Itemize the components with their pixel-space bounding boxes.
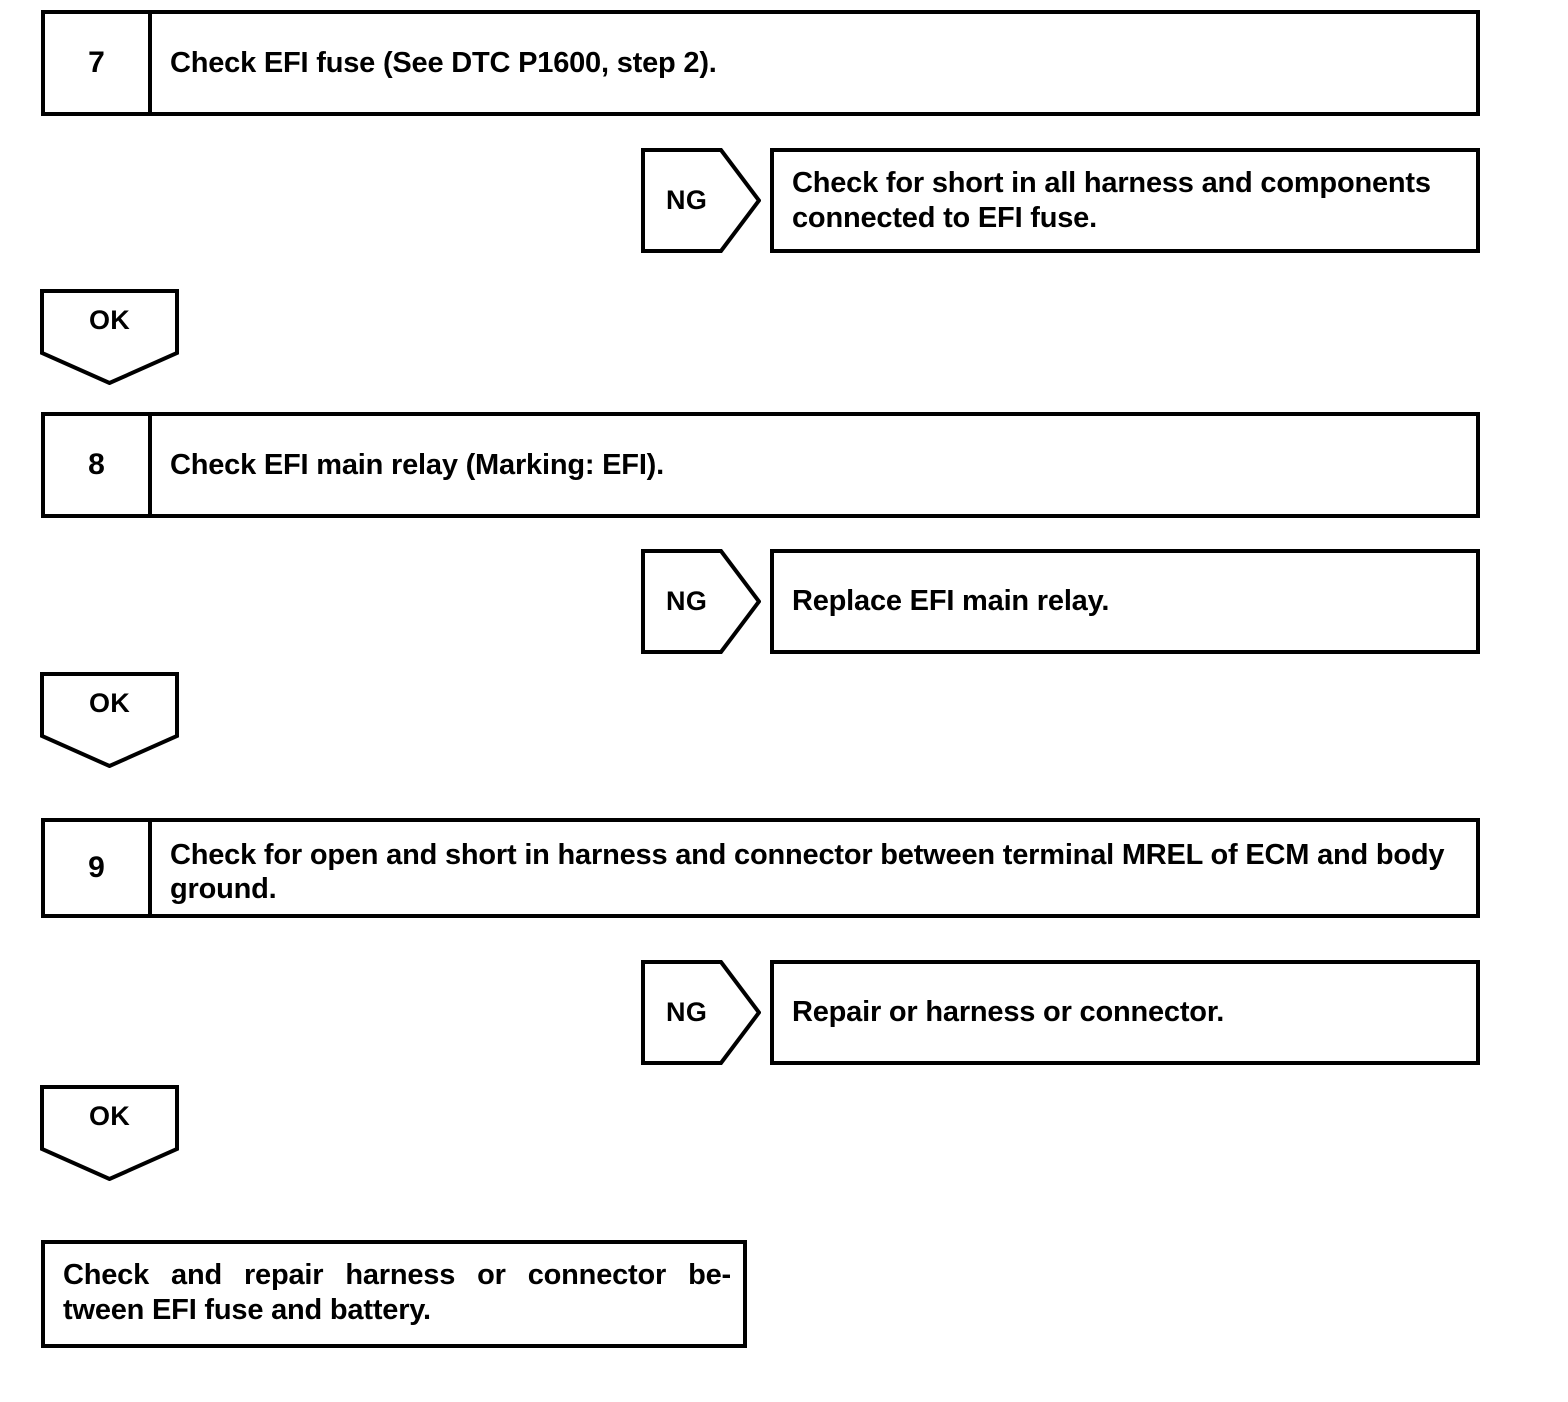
ok-marker-7: OK xyxy=(40,289,179,385)
ok-marker-8: OK xyxy=(40,672,179,768)
ng-result-box-7: Check for short in all harness and compo… xyxy=(770,148,1480,253)
ng-pentagon-shape xyxy=(641,148,761,253)
ng-result-text: Check for short in all harness and compo… xyxy=(792,166,1431,236)
ng-label: NG xyxy=(666,185,708,215)
step-text: Check for open and short in harness and … xyxy=(152,822,1476,914)
ng-result-box-8: Replace EFI main relay. xyxy=(770,549,1480,654)
step-box-9: 9 Check for open and short in harness an… xyxy=(41,818,1480,918)
step-box-7: 7 Check EFI fuse (See DTC P1600, step 2)… xyxy=(41,10,1480,116)
ng-label: NG xyxy=(666,586,708,616)
step-number: 8 xyxy=(45,416,152,514)
ok-marker-9: OK xyxy=(40,1085,179,1181)
ok-pentagon-shape xyxy=(40,672,179,768)
ng-result-line-1: Check for short in all harness and compo… xyxy=(792,167,1431,199)
ng-marker-7: NG xyxy=(641,148,761,253)
ng-result-line-2: connected to EFI fuse. xyxy=(792,201,1097,234)
ng-pentagon-shape xyxy=(641,549,761,654)
ng-marker-8: NG xyxy=(641,549,761,654)
ok-pentagon-shape xyxy=(40,1085,179,1181)
conclusion-line-1: Check and repair harness or connector be… xyxy=(63,1259,731,1291)
step-text: Check EFI fuse (See DTC P1600, step 2). xyxy=(170,46,717,79)
ok-label: OK xyxy=(88,1101,131,1132)
conclusion-box: Check and repair harness or connector be… xyxy=(41,1240,747,1348)
ng-result-box-9: Repair or harness or connector. xyxy=(770,960,1480,1065)
step-box-8: 8 Check EFI main relay (Marking: EFI). xyxy=(41,412,1480,518)
ng-marker-9: NG xyxy=(641,960,761,1065)
step-text: Check EFI main relay (Marking: EFI). xyxy=(170,448,664,481)
ok-label: OK xyxy=(88,305,131,336)
ng-result-text: Repair or harness or connector. xyxy=(792,996,1225,1029)
conclusion-line-2: tween EFI fuse and battery. xyxy=(63,1293,431,1326)
step-number: 7 xyxy=(45,14,152,112)
step-text-line-2: ECM and body ground. xyxy=(170,839,1445,906)
ok-label: OK xyxy=(88,688,131,719)
ng-result-text: Replace EFI main relay. xyxy=(792,585,1110,618)
ng-label: NG xyxy=(666,997,708,1027)
step-text-line-1: Check for open and short in harness and … xyxy=(170,839,1238,871)
step-number: 9 xyxy=(45,822,152,914)
ng-pentagon-shape xyxy=(641,960,761,1065)
ok-pentagon-shape xyxy=(40,289,179,385)
